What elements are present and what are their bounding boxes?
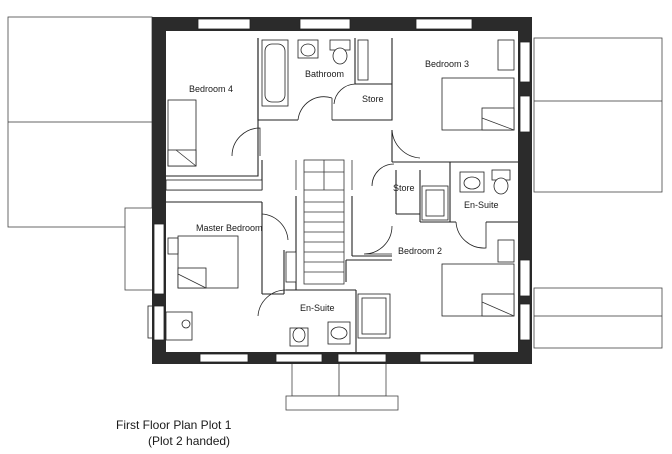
cupboards xyxy=(165,179,297,341)
bedroom3-bed xyxy=(441,39,515,131)
staircase xyxy=(295,159,353,285)
room-label-store-top: Store xyxy=(362,94,384,104)
bathroom-fittings xyxy=(261,39,369,107)
room-label-master-bedroom: Master Bedroom xyxy=(196,223,263,233)
room-label-bedroom2: Bedroom 2 xyxy=(398,246,442,256)
internal-walls xyxy=(166,38,518,352)
right-lower-roof xyxy=(533,287,663,349)
master-bed xyxy=(167,235,239,289)
plan-caption-subtitle: (Plot 2 handed) xyxy=(148,434,231,448)
plan-caption-title: First Floor Plan Plot 1 xyxy=(116,418,232,432)
room-label-bedroom4: Bedroom 4 xyxy=(189,84,233,94)
right-adjoining-roof xyxy=(533,37,663,193)
bedroom4-bed xyxy=(167,99,197,167)
room-label-bathroom: Bathroom xyxy=(305,69,344,79)
door-swings xyxy=(231,83,487,317)
room-label-ensuite-bottom: En-Suite xyxy=(300,303,335,313)
room-label-ensuite-right: En-Suite xyxy=(464,200,499,210)
ensuite-bottom-fittings xyxy=(289,293,391,347)
bedroom2-bed xyxy=(441,239,515,317)
windows xyxy=(153,18,531,363)
ensuite-right-fittings xyxy=(421,169,511,221)
left-adjoining-roof xyxy=(7,16,153,228)
front-porch xyxy=(285,361,399,411)
room-label-bedroom3: Bedroom 3 xyxy=(425,59,469,69)
room-label-store-mid: Store xyxy=(393,183,415,193)
